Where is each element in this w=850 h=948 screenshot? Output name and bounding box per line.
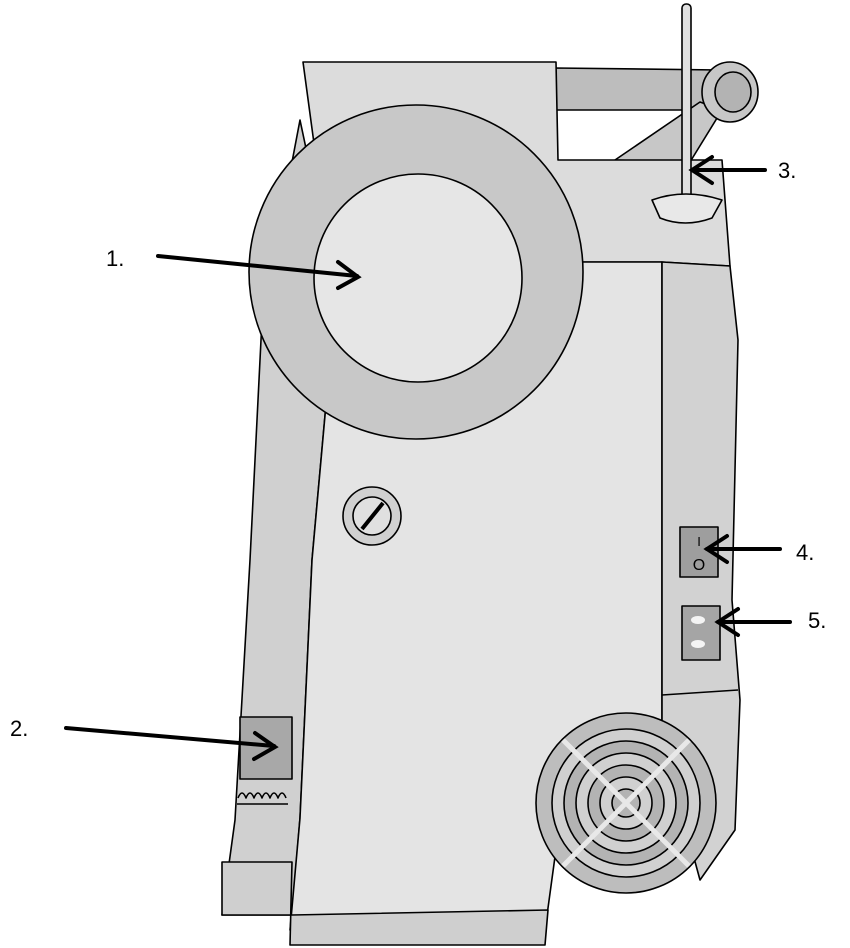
switch-on-symbol: I <box>697 534 701 549</box>
switch-off-symbol: O <box>693 557 705 574</box>
arrow-1 <box>156 254 359 278</box>
right-strip-line <box>661 689 739 696</box>
callout-label-2: 2. <box>10 716 29 741</box>
callout-label-1: 1. <box>106 246 125 271</box>
arrow-2-head <box>252 731 279 761</box>
top-arm-strut <box>614 101 723 163</box>
base <box>221 861 549 946</box>
arrow-1-head <box>336 260 362 290</box>
callout-label-3: 3. <box>778 158 797 183</box>
handwheel-inner <box>313 173 523 383</box>
callout-label-5: 5. <box>808 608 827 633</box>
spool-pin <box>681 3 692 213</box>
screw-slot <box>360 501 385 531</box>
power-socket <box>681 605 721 661</box>
arrow-3-head <box>688 155 714 185</box>
arrow-5-head <box>714 607 740 637</box>
side-slot <box>239 716 293 780</box>
socket-hole-top <box>691 616 705 624</box>
fan-cross-b <box>561 738 691 868</box>
arrow-2 <box>64 726 276 748</box>
socket-hole-bottom <box>691 640 705 648</box>
slot-zigzag <box>237 792 287 799</box>
arrow-4-head <box>703 534 729 564</box>
spool-cup <box>651 193 723 224</box>
top-roller-inner <box>714 71 752 113</box>
callout-label-4: 4. <box>796 540 815 565</box>
